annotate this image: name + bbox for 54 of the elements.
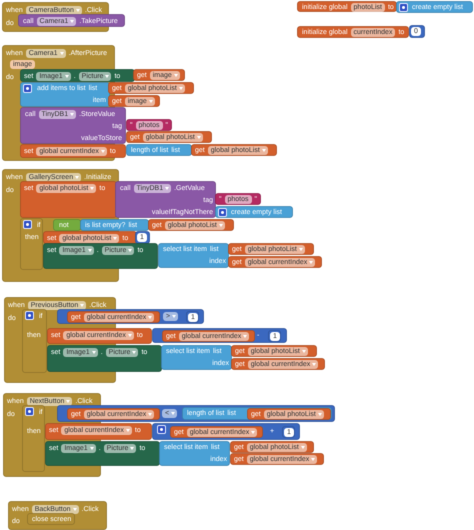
list-block bbox=[161, 345, 232, 370]
variable-block bbox=[170, 426, 263, 438]
variable-block bbox=[230, 441, 314, 453]
list-block bbox=[396, 1, 473, 13]
list-block bbox=[182, 407, 332, 420]
control-block bbox=[27, 513, 75, 525]
list-block bbox=[215, 206, 293, 218]
setter-block bbox=[20, 69, 135, 82]
variable-block bbox=[108, 95, 160, 107]
control-block bbox=[22, 309, 47, 373]
variable-block bbox=[247, 408, 331, 420]
variable-block bbox=[20, 144, 126, 158]
variable-block bbox=[108, 82, 194, 94]
method-call-block bbox=[115, 181, 216, 218]
variable-block bbox=[43, 231, 137, 244]
math-block bbox=[152, 423, 300, 440]
control-block bbox=[20, 218, 43, 270]
setter-block bbox=[47, 345, 162, 372]
list-block bbox=[126, 144, 192, 156]
variable-block bbox=[20, 181, 117, 218]
list-block bbox=[80, 219, 149, 231]
variable-block bbox=[47, 328, 152, 344]
variable-block bbox=[228, 256, 322, 268]
math-block bbox=[57, 309, 204, 324]
method-call-block bbox=[20, 107, 126, 144]
math-block bbox=[409, 25, 425, 38]
variable-block bbox=[133, 69, 185, 81]
variable-block bbox=[67, 311, 160, 323]
variable-block bbox=[67, 408, 160, 420]
list-block bbox=[158, 243, 229, 268]
variable-block bbox=[230, 453, 324, 465]
math-block bbox=[152, 328, 287, 343]
variable-block bbox=[148, 219, 234, 231]
setter-block bbox=[45, 441, 160, 466]
method-call-block bbox=[18, 14, 125, 27]
variable-block bbox=[297, 26, 409, 38]
setter-block bbox=[43, 243, 158, 269]
variable-block bbox=[231, 345, 317, 357]
variable-block bbox=[162, 330, 255, 342]
event-block bbox=[8, 501, 107, 530]
variable-block bbox=[297, 1, 397, 12]
list-block bbox=[159, 441, 230, 466]
control-block bbox=[22, 405, 45, 472]
text-block bbox=[215, 193, 261, 205]
variable-block bbox=[191, 144, 277, 156]
variable-block bbox=[231, 358, 325, 370]
variable-block bbox=[45, 423, 152, 440]
logic-block bbox=[53, 219, 81, 231]
variable-block bbox=[228, 243, 314, 255]
list-block bbox=[20, 82, 110, 107]
math-block bbox=[135, 231, 150, 244]
text-block bbox=[126, 119, 172, 131]
variable-block bbox=[126, 131, 212, 143]
math-block bbox=[57, 405, 335, 422]
